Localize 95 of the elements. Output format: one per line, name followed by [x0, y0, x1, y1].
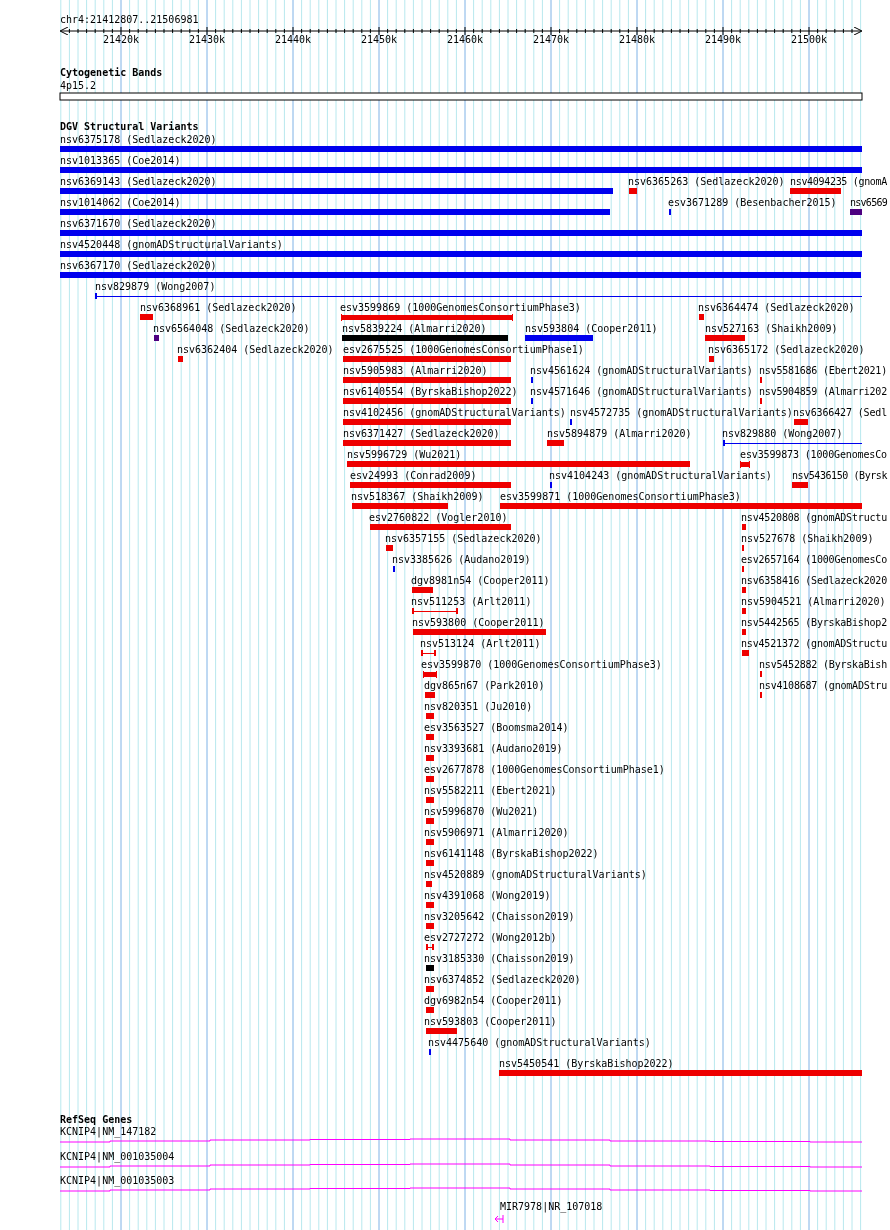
tick-label: 21460k	[446, 34, 484, 46]
variant-label: nsv4391068 (Wong2019)	[424, 890, 551, 902]
variant-label: nsv6564048 (Sedlazeck2020)	[153, 323, 310, 335]
variant-label: nsv6371427 (Sedlazeck2020)	[343, 428, 500, 440]
tick-label: 21420k	[102, 34, 140, 46]
variant-label: nsv5996870 (Wu2021)	[424, 806, 539, 818]
variant-label: nsv6366427 (Sedl	[793, 407, 887, 419]
variant-label: nsv3385626 (Audano2019)	[392, 554, 531, 566]
gene-label: KCNIP4|NM_001035003	[60, 1175, 175, 1187]
variant-label: nsv5904521 (Almarri2020)	[741, 596, 886, 608]
variant-label: nsv829880 (Wong2007)	[722, 428, 843, 440]
variant-label: nsv593803 (Cooper2011)	[424, 1016, 557, 1028]
variant-label: dgv8981n54 (Cooper2011)	[411, 575, 550, 587]
variant-label: nsv4475640 (gnomADStructuralVariants)	[428, 1037, 651, 1049]
variant-label: esv3599870 (1000GenomesConsortiumPhase3)	[421, 659, 662, 671]
variant-label: nsv3185330 (Chaisson2019)	[424, 953, 575, 965]
variant-label: esv3599873 (1000GenomesCo	[740, 449, 887, 461]
variant-label: nsv4104243 (gnomADStructuralVariants)	[549, 470, 772, 482]
variant-label: esv2677878 (1000GenomesConsortiumPhase1)	[424, 764, 665, 776]
tick-label: 21500k	[790, 34, 828, 46]
variant-label: nsv6365172 (Sedlazeck2020)	[708, 344, 865, 356]
variant-label: nsv4108687 (gnomADStru	[759, 680, 887, 692]
variant-label: nsv6367170 (Sedlazeck2020)	[60, 260, 217, 272]
variant-label: nsv6365263 (Sedlazeck2020)	[628, 176, 785, 188]
tick-label: 21480k	[618, 34, 656, 46]
tick-label: 21430k	[188, 34, 226, 46]
variant-label: esv2657164 (1000GenomesCo	[741, 554, 887, 566]
gene-label: MIR7978|NR_107018	[500, 1201, 603, 1213]
variant-label: esv3563527 (Boomsma2014)	[424, 722, 569, 734]
variant-label: esv2675525 (1000GenomesConsortiumPhase1)	[343, 344, 584, 356]
tick-label: 21490k	[704, 34, 742, 46]
variant-label: nsv6364474 (Sedlazeck2020)	[698, 302, 855, 314]
variant-label: nsv5905983 (Almarri2020)	[343, 365, 488, 377]
gene-label: KCNIP4|NM_147182	[60, 1126, 157, 1138]
variant-label: nsv1014062 (Coe2014)	[60, 197, 181, 209]
variant-label: nsv6141148 (ByrskaBishop2022)	[424, 848, 599, 860]
band-label: 4p15.2	[60, 80, 97, 92]
variant-label: nsv6358416 (Sedlazeck2020	[741, 575, 887, 587]
variant-label: nsv5450541 (ByrskaBishop2022)	[499, 1058, 674, 1070]
track-title: Cytogenetic Bands	[60, 67, 163, 79]
variant-label: nsv5839224 (Almarri2020)	[342, 323, 487, 335]
variant-label: nsv5904859 (Almarri202	[759, 386, 887, 398]
variant-label: nsv5436150 (Byrsk	[792, 470, 887, 482]
variant-label: esv2760822 (Vogler2010)	[369, 512, 508, 524]
variant-label: nsv3205642 (Chaisson2019)	[424, 911, 575, 923]
variant-label: nsv518367 (Shaikh2009)	[351, 491, 484, 503]
variant-label: esv24993 (Conrad2009)	[350, 470, 477, 482]
variant-label: nsv527163 (Shaikh2009)	[705, 323, 838, 335]
variant-label: nsv6140554 (ByrskaBishop2022)	[343, 386, 518, 398]
track-title: RefSeq Genes	[60, 1114, 133, 1126]
variant-label: nsv5996729 (Wu2021)	[347, 449, 462, 461]
variant-label: esv2727272 (Wong2012b)	[424, 932, 557, 944]
variant-label: nsv4102456 (gnomADStructuralVariants)	[343, 407, 566, 419]
variant-label: nsv5582211 (Ebert2021)	[424, 785, 557, 797]
variant-label: nsv4520889 (gnomADStructuralVariants)	[424, 869, 647, 881]
variant-label: nsv6368961 (Sedlazeck2020)	[140, 302, 297, 314]
variant-label: nsv820351 (Ju2010)	[424, 701, 533, 713]
tick-label: 21440k	[274, 34, 312, 46]
variant-label: nsv4520808 (gnomADStructu	[741, 512, 887, 524]
variant-label: nsv6369143 (Sedlazeck2020)	[60, 176, 217, 188]
variant-label: dgv865n67 (Park2010)	[424, 680, 545, 692]
variant-label: nsv6371670 (Sedlazeck2020)	[60, 218, 217, 230]
variant-label: dgv6982n54 (Cooper2011)	[424, 995, 563, 1007]
variant-label: esv3599869 (1000GenomesConsortiumPhase3)	[340, 302, 581, 314]
variant-label: nsv6357155 (Sedlazeck2020)	[385, 533, 542, 545]
variant-label: nsv5452882 (ByrskaBish	[759, 659, 887, 671]
tick-label: 21450k	[360, 34, 398, 46]
variant-label: nsv527678 (Shaikh2009)	[741, 533, 874, 545]
variant-label: nsv5442565 (ByrskaBishop2	[741, 617, 887, 629]
variant-label: nsv4572735 (gnomADStructuralVariants)	[570, 407, 793, 419]
tick-label: 21470k	[532, 34, 570, 46]
variant-label: nsv4094235 (gnomA	[790, 176, 887, 188]
variant-label: nsv511253 (Arlt2011)	[411, 596, 532, 608]
variant-label: nsv6375178 (Sedlazeck2020)	[60, 134, 217, 146]
coordinate-label: chr4:21412807..21506981	[60, 14, 199, 26]
variant-label: nsv5894879 (Almarri2020)	[547, 428, 692, 440]
variant-label: nsv593804 (Cooper2011)	[525, 323, 658, 335]
variant-label: nsv4561624 (gnomADStructuralVariants)	[530, 365, 753, 377]
variant-label: nsv6374852 (Sedlazeck2020)	[424, 974, 581, 986]
variant-label: nsv5581686 (Ebert2021)	[759, 365, 887, 377]
track-title: DGV Structural Variants	[60, 121, 199, 133]
variant-label: esv3599871 (1000GenomesConsortiumPhase3)	[500, 491, 741, 503]
variant-label: nsv4521372 (gnomADStructu	[741, 638, 887, 650]
variant-label: nsv3393681 (Audano2019)	[424, 743, 563, 755]
variant-label: nsv4571646 (gnomADStructuralVariants)	[530, 386, 753, 398]
variant-label: nsv4520448 (gnomADStructuralVariants)	[60, 239, 283, 251]
variant-label: nsv6362404 (Sedlazeck2020)	[177, 344, 334, 356]
variant-label: nsv6569	[850, 197, 887, 209]
variant-label: nsv1013365 (Coe2014)	[60, 155, 181, 167]
variant-label: esv3671289 (Besenbacher2015)	[668, 197, 837, 209]
variant-label: nsv5906971 (Almarri2020)	[424, 827, 569, 839]
variant-label: nsv829879 (Wong2007)	[95, 281, 216, 293]
gene-label: KCNIP4|NM_001035004	[60, 1151, 175, 1163]
variant-label: nsv513124 (Arlt2011)	[420, 638, 541, 650]
variant-label: nsv593800 (Cooper2011)	[412, 617, 545, 629]
